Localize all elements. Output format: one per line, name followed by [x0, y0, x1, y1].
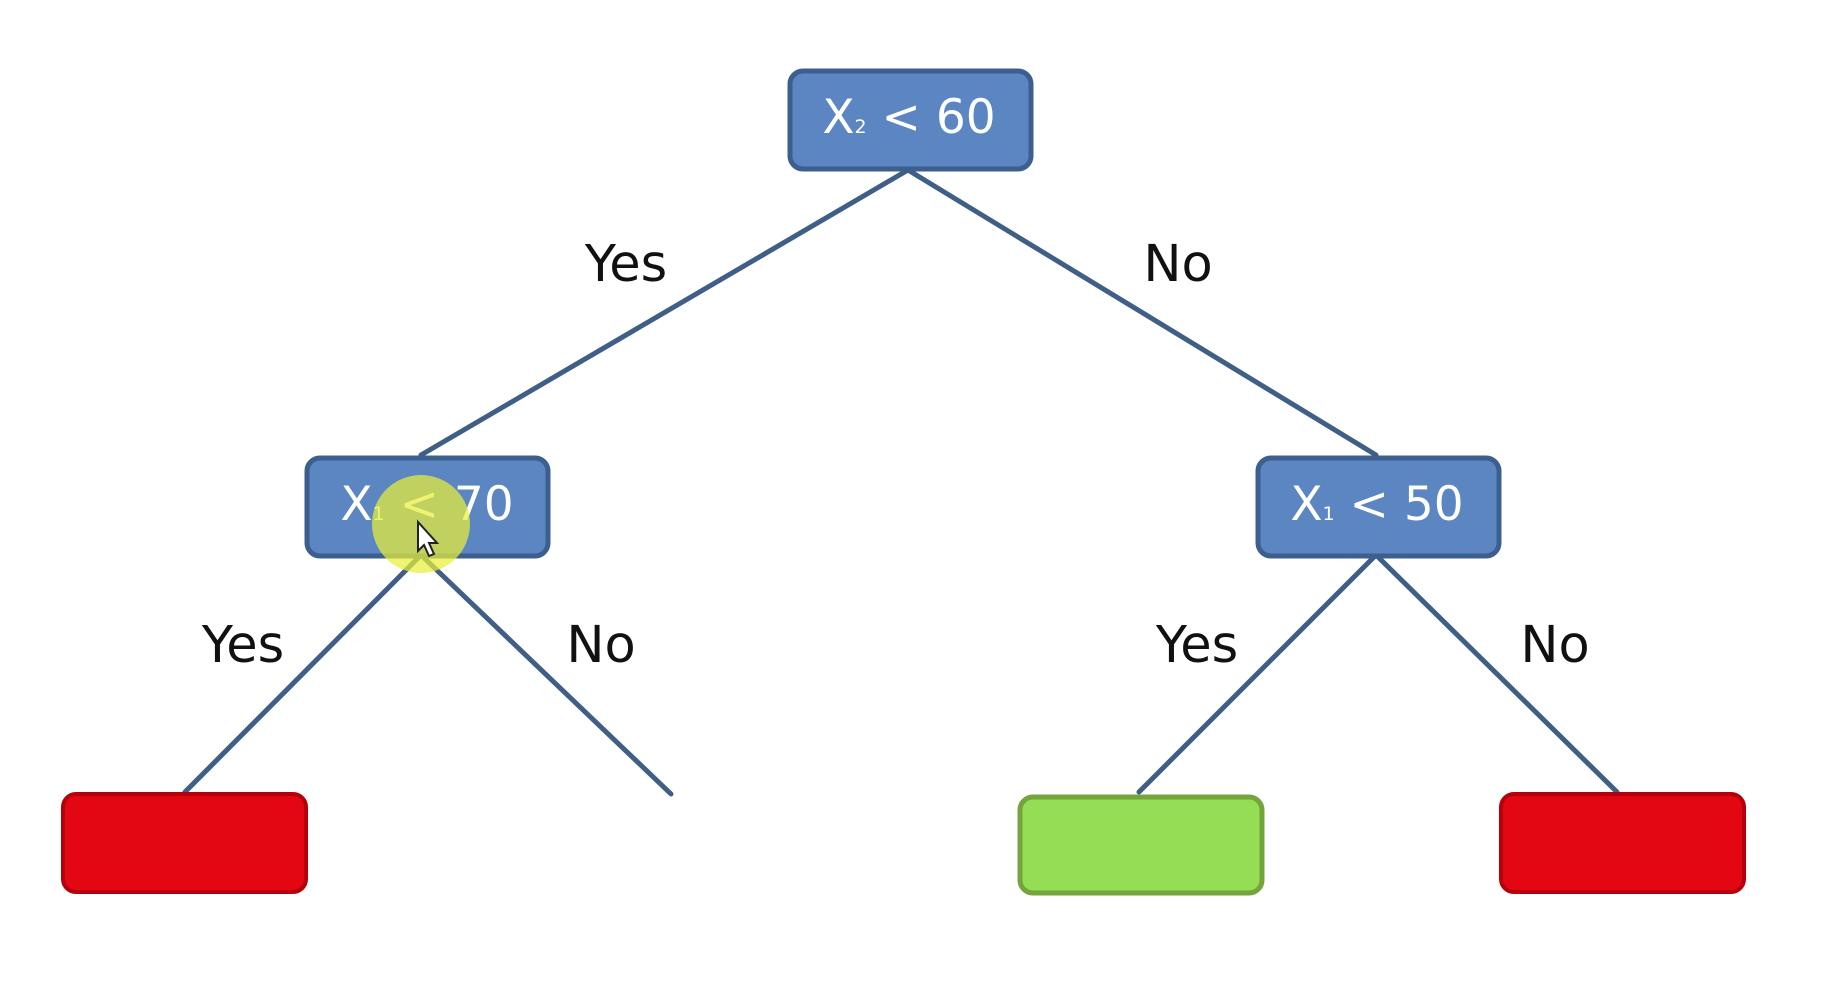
root-no-label: No [1143, 235, 1212, 294]
edge-right-yes [1136, 552, 1379, 795]
edge-right-no [1373, 552, 1620, 795]
right-node: X1 < 50 [1255, 455, 1502, 559]
root-node: X2 < 60 [787, 68, 1034, 172]
leaf-right-yes-green [1017, 794, 1265, 896]
edge-left-yes [182, 552, 424, 795]
left-node-var: X [340, 477, 372, 532]
leaf-right-no-red [1499, 792, 1746, 894]
root-yes-label: Yes [584, 235, 667, 294]
right-node-sub: 1 [1323, 503, 1335, 525]
leaf-left-yes-red [61, 792, 308, 894]
left-yes-label: Yes [201, 616, 284, 675]
right-no-label: No [1520, 616, 1589, 675]
root-node-box [787, 68, 1034, 172]
mouse-pointer-icon [417, 519, 440, 558]
edge-left-no [418, 552, 674, 797]
right-node-box [1255, 455, 1502, 559]
edge-root-yes [418, 167, 911, 458]
right-node-condition: < 50 [1335, 477, 1464, 532]
right-node-label: X1 < 50 [1290, 477, 1463, 532]
right-node-var: X [1290, 477, 1322, 532]
root-node-condition: < 60 [867, 90, 996, 145]
root-node-var: X [822, 90, 854, 145]
right-yes-label: Yes [1155, 616, 1238, 675]
left-no-label: No [566, 616, 635, 675]
root-node-label: X2 < 60 [822, 90, 995, 145]
root-node-sub: 2 [855, 116, 867, 138]
edge-root-no [905, 167, 1379, 458]
